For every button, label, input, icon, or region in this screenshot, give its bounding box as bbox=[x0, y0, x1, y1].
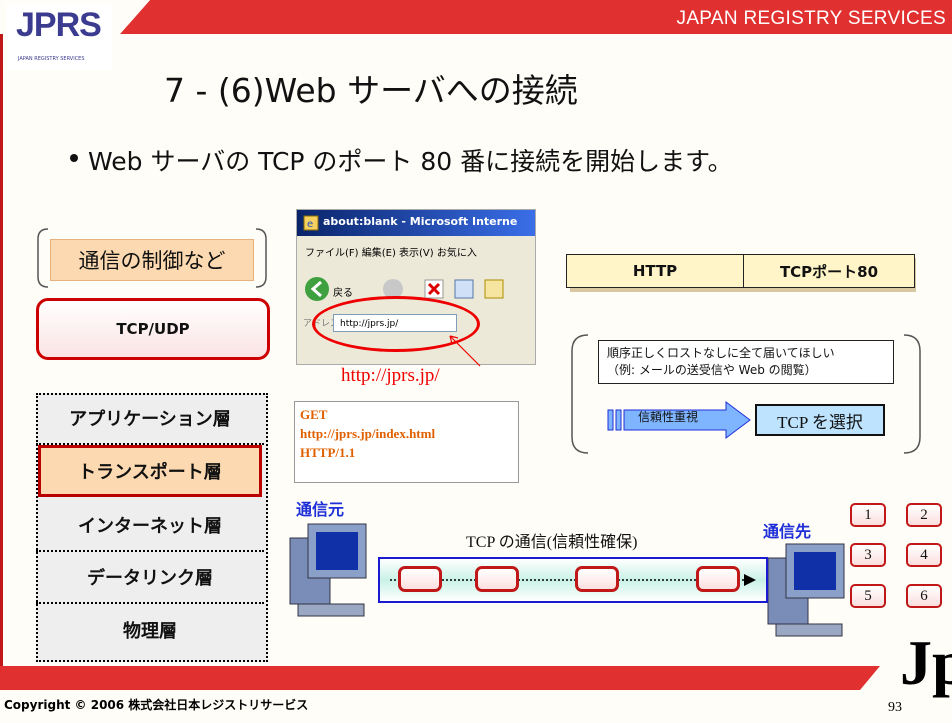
footer-bar bbox=[0, 666, 880, 690]
layer-physical: 物理層 bbox=[123, 621, 177, 642]
pipe-flow-line bbox=[390, 574, 756, 586]
protocol-http: HTTP bbox=[566, 254, 744, 288]
requirement-bracket bbox=[571, 334, 921, 454]
segment-6: 6 bbox=[906, 584, 942, 608]
segment-5: 5 bbox=[850, 584, 886, 608]
reliability-label: 信頼性重視 bbox=[638, 410, 699, 424]
request-url: http://jprs.jp/index.html bbox=[300, 426, 436, 441]
dest-computer-icon bbox=[767, 543, 845, 637]
page-number: 93 bbox=[888, 700, 902, 715]
protocol-port: TCPポート80 bbox=[743, 254, 915, 288]
request-version: HTTP/1.1 bbox=[300, 445, 356, 460]
jprs-logo: JPRS JAPAN REGISTRY SERVICES bbox=[6, 4, 112, 70]
control-bracket bbox=[37, 228, 267, 288]
source-label: 通信元 bbox=[296, 500, 345, 519]
browser-titlebar bbox=[297, 210, 535, 236]
back-button-label[interactable]: 戻る bbox=[333, 288, 353, 299]
requirement-box: 順序正しくロストなしに全て届いてほしい （例: メールの送受信や Web の閲覧… bbox=[598, 340, 894, 384]
url-highlight-ring bbox=[312, 296, 480, 352]
svg-text:e: e bbox=[307, 219, 313, 230]
destination-label: 通信先 bbox=[763, 522, 812, 541]
layer-application: アプリケーション層 bbox=[36, 393, 264, 445]
layer-transport: トランスポート層 bbox=[38, 445, 262, 497]
tcp-select-box: TCP を選択 bbox=[755, 404, 885, 436]
layer-internet: インターネット層 bbox=[36, 500, 264, 552]
segment-3: 3 bbox=[850, 543, 886, 567]
source-computer-icon bbox=[289, 523, 367, 617]
communication-label: TCP の通信(信頼性確保) bbox=[466, 534, 638, 551]
logo-subtext: JAPAN REGISTRY SERVICES bbox=[18, 56, 85, 62]
left-rule bbox=[0, 34, 3, 689]
logo-text: JPRS bbox=[16, 6, 102, 44]
segment-4: 4 bbox=[906, 543, 942, 567]
pipe-segment bbox=[575, 566, 619, 592]
bullet-dot bbox=[70, 154, 78, 162]
http-request-box: GET http://jprs.jp/index.html HTTP/1.1 bbox=[294, 401, 519, 483]
layer-datalink: データリンク層 bbox=[36, 552, 264, 604]
pipe-segment bbox=[398, 566, 442, 592]
slide-title: 7 - (6)Web サーバへの接続 bbox=[164, 71, 578, 110]
request-method: GET bbox=[300, 407, 328, 422]
jp-mark-logo: Jp bbox=[900, 627, 952, 698]
requirement-line-2: （例: メールの送受信や Web の閲覧） bbox=[607, 363, 817, 377]
browser-menubar[interactable]: ファイル(F) 編集(E) 表示(V) お気に入 bbox=[305, 248, 477, 259]
control-label: 通信の制御など bbox=[50, 239, 254, 281]
slide-bullet: Web サーバの TCP のポート 80 番に接続を開始します。 bbox=[88, 147, 733, 176]
url-callout: http://jprs.jp/ bbox=[341, 365, 440, 386]
browser-toolbar bbox=[305, 277, 504, 301]
browser-title: about:blank - Microsoft Interne bbox=[323, 215, 518, 228]
pipe-segment bbox=[475, 566, 519, 592]
protocol-stack bbox=[36, 393, 268, 662]
tcp-udp-box: TCP/UDP bbox=[36, 298, 270, 360]
requirement-line-1: 順序正しくロストなしに全て届いてほしい bbox=[607, 346, 835, 360]
pipe-segment bbox=[696, 566, 740, 592]
ie-icon: e bbox=[303, 215, 319, 231]
callout-arrow bbox=[449, 335, 481, 367]
copyright-text: Copyright © 2006 株式会社日本レジストリサービス bbox=[4, 698, 309, 712]
reliability-arrow bbox=[607, 401, 751, 439]
segment-1: 1 bbox=[850, 503, 886, 527]
segment-2: 2 bbox=[906, 503, 942, 527]
back-icon bbox=[305, 277, 329, 301]
brand-name: JAPAN REGISTRY SERVICES bbox=[676, 8, 946, 29]
